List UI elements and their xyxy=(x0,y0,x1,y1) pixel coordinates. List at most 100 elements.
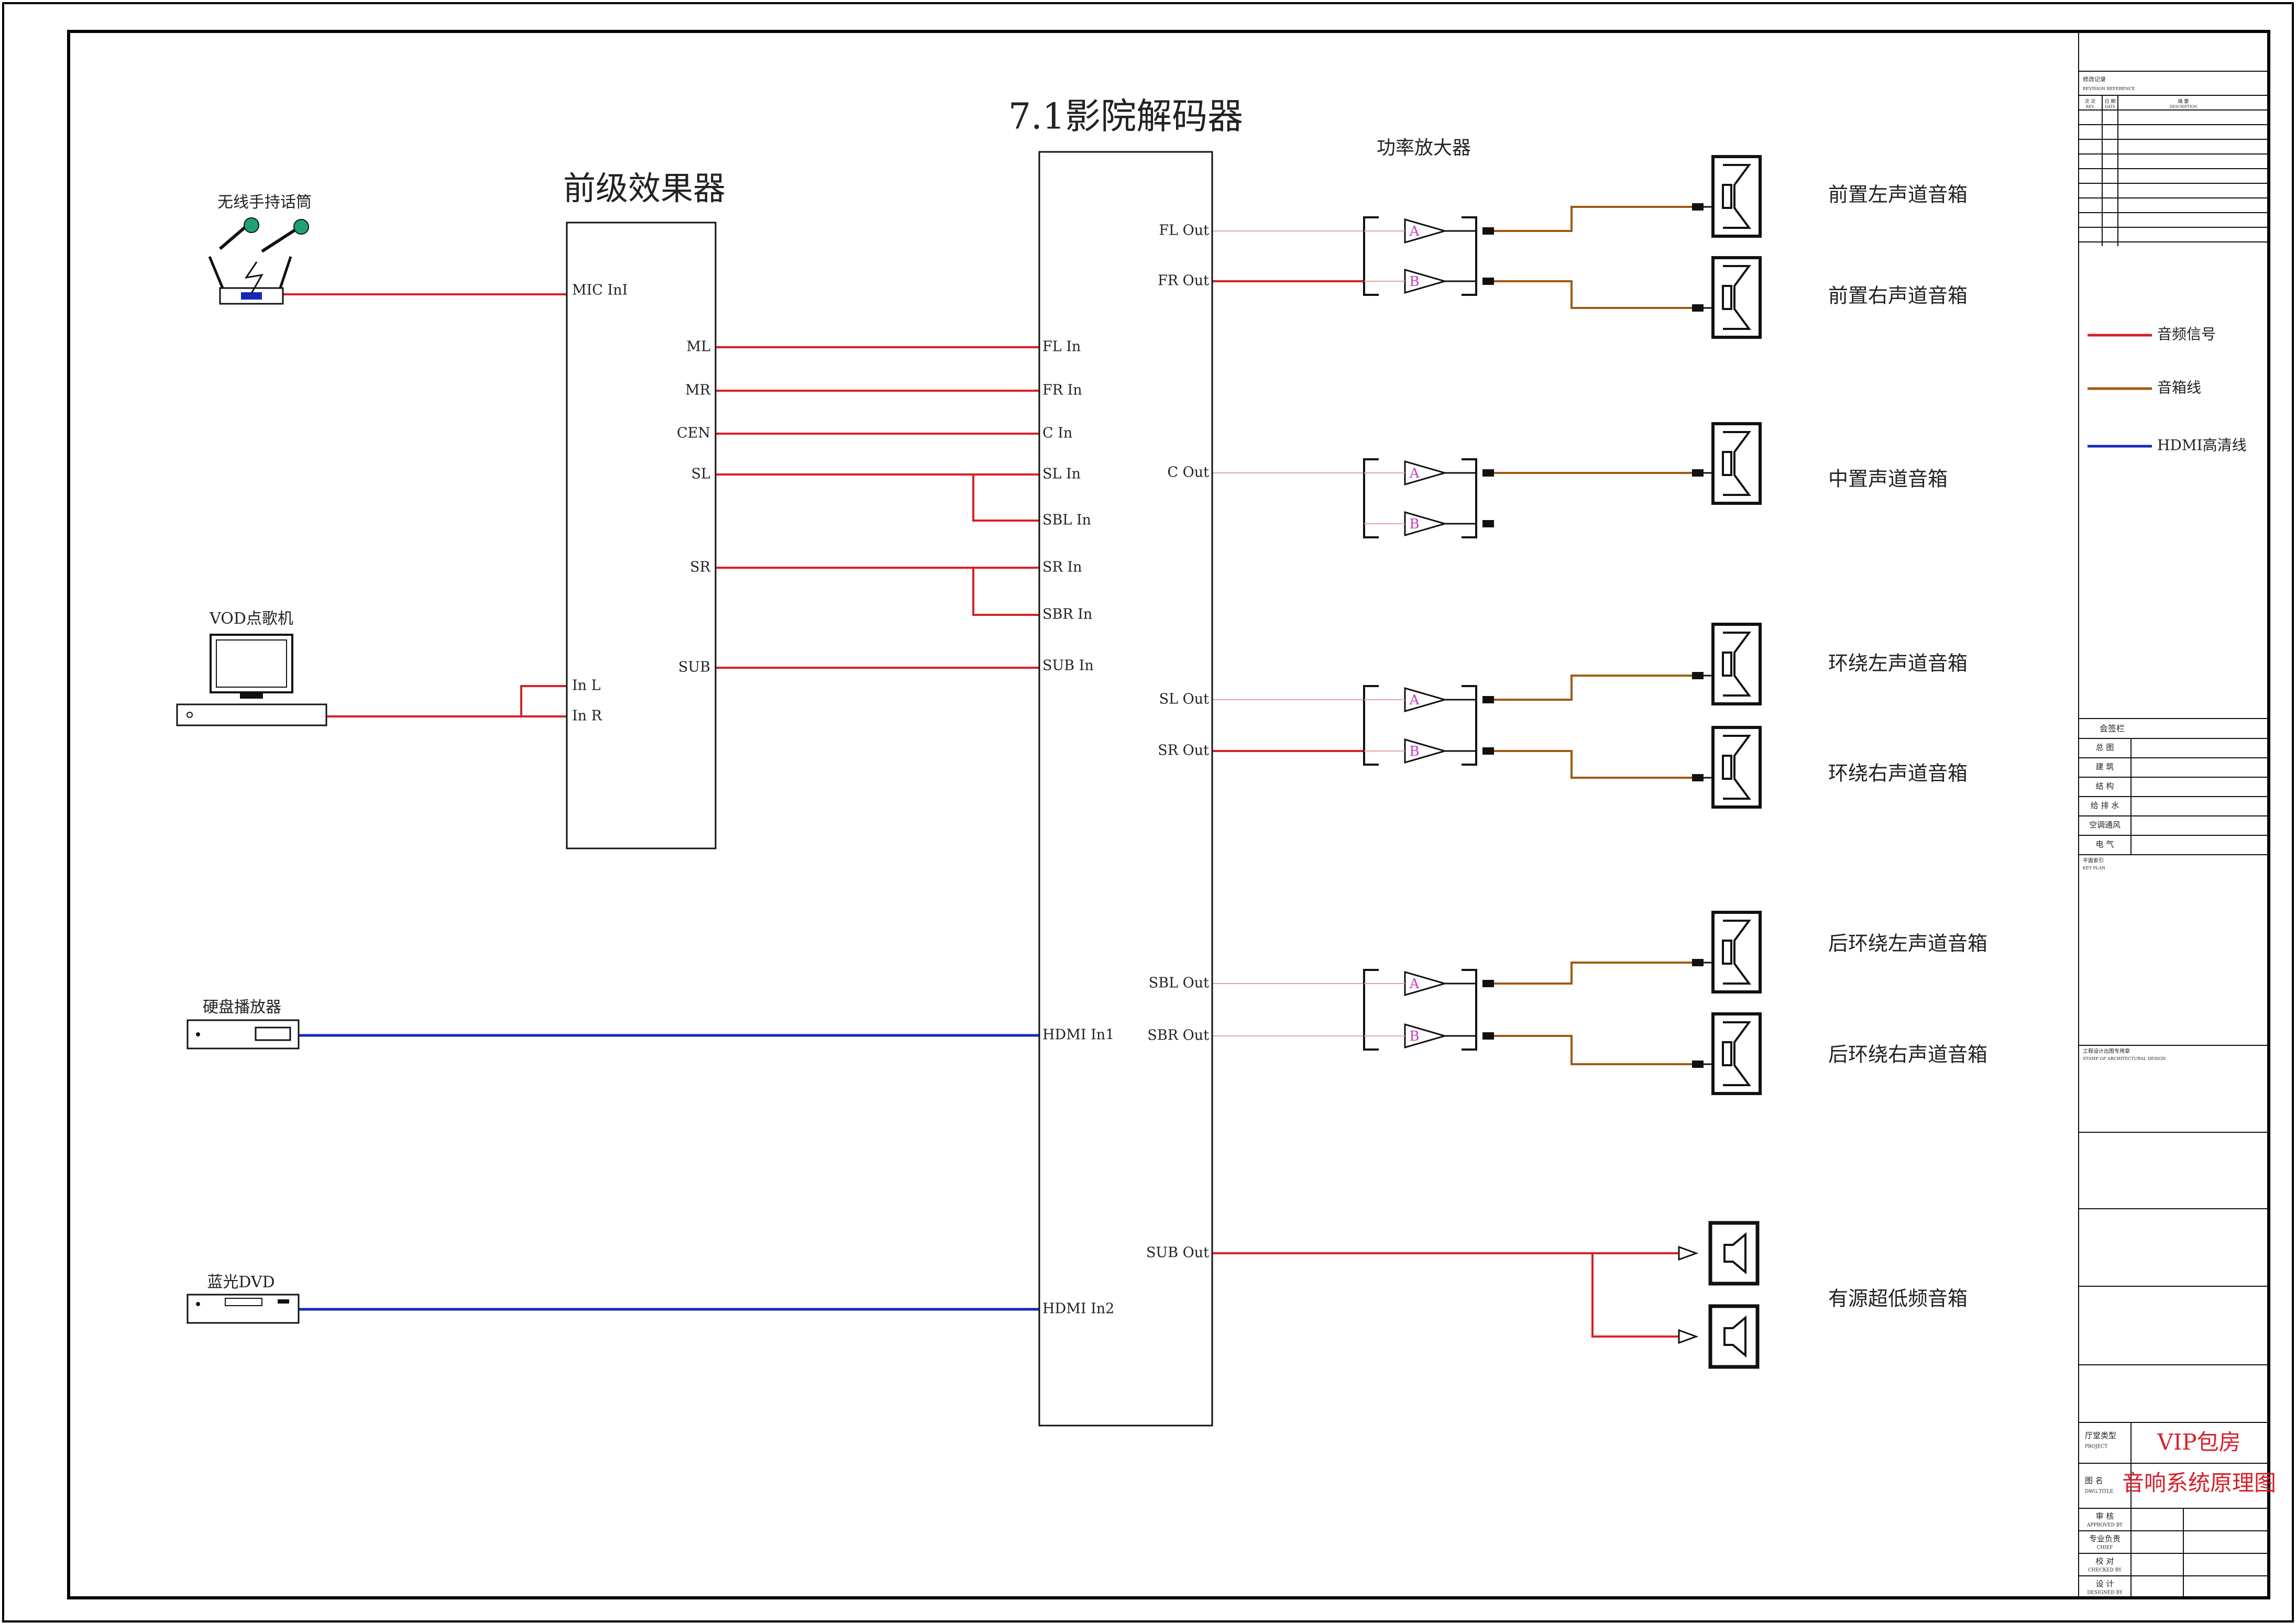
amp-channel-label: B xyxy=(1409,274,1419,290)
amp-output-connector xyxy=(1482,696,1494,703)
amp-bracket-left xyxy=(1363,458,1379,538)
decoder-port-out: C Out xyxy=(1167,465,1209,481)
speaker-label: 后环绕右声道音箱 xyxy=(1828,1043,1987,1066)
amp-bracket-right xyxy=(1462,969,1477,1051)
amplifier-unit xyxy=(1363,969,1494,1051)
speaker-icon xyxy=(1711,911,1762,993)
speaker-magnet xyxy=(1722,184,1732,209)
speaker-connector xyxy=(1692,469,1704,477)
decoder-port-in: SBL In xyxy=(1042,512,1091,528)
amp-bracket-right xyxy=(1462,216,1477,296)
sub-input-arrow xyxy=(1678,1245,1699,1261)
dvd-tray xyxy=(225,1298,262,1306)
preamp-port-out: SUB xyxy=(678,659,710,676)
decoder-port-out: SBR Out xyxy=(1147,1028,1209,1044)
subwoofer-icon xyxy=(1708,1304,1760,1369)
audio-signal-wire xyxy=(972,474,1039,522)
speaker-connector xyxy=(1692,304,1704,312)
preamp-box xyxy=(566,222,717,849)
signal-bolt xyxy=(244,261,263,294)
revision-col-head-en: REV. xyxy=(2086,105,2094,109)
signoff-row-label: 给 排 水 xyxy=(2091,801,2119,810)
speaker-magnet xyxy=(1722,940,1732,965)
decoder-port-in: SBR In xyxy=(1042,606,1092,623)
speaker-cone xyxy=(1723,632,1751,697)
amp-channel-label: A xyxy=(1409,224,1420,239)
speaker-cone xyxy=(1723,1021,1751,1086)
revision-title-en: REVISION REFERENCE xyxy=(2083,86,2135,91)
speaker-label: 中置声道音箱 xyxy=(1828,468,1948,491)
speaker-icon xyxy=(1711,155,1762,238)
amp-bracket-left xyxy=(1363,685,1379,766)
monitor-stand xyxy=(240,692,263,699)
preamp-port-out: ML xyxy=(686,339,710,355)
legend-label: 音频信号 xyxy=(2157,326,2216,343)
audio-signal-wire xyxy=(972,568,1039,616)
stamp-label-en: STAMP OF ARCHITECTURAL DESIGN xyxy=(2083,1056,2166,1061)
wiring-layer xyxy=(283,203,1713,1344)
speaker-cable xyxy=(1494,750,1692,779)
amplifier-unit xyxy=(1363,458,1494,538)
preamp-port-out: SR xyxy=(690,559,710,576)
speaker-cable xyxy=(1494,280,1692,309)
speaker-magnet xyxy=(1722,1041,1732,1066)
speaker-label: 环绕右声道音箱 xyxy=(1828,762,1968,785)
key-plan-label-en: KEY PLAN xyxy=(2083,866,2105,870)
speaker-cabinet xyxy=(1711,256,1762,339)
revision-col-head-en: DATE xyxy=(2105,105,2115,109)
drawing-title: 音响系统原理图 xyxy=(2122,1470,2276,1496)
signer-label: 校 对 xyxy=(2096,1556,2114,1566)
mic-handle-1 xyxy=(219,225,247,250)
decoder-port-out: SBL Out xyxy=(1149,975,1209,991)
signer-label: 审 核 xyxy=(2096,1511,2114,1521)
decoder-box xyxy=(1038,151,1213,1427)
decoder-port-in: SR In xyxy=(1042,559,1082,576)
speaker-label: 前置右声道音箱 xyxy=(1828,284,1968,307)
speaker-cabinet xyxy=(1711,422,1762,505)
decoder-port-in: HDMI In1 xyxy=(1042,1027,1114,1043)
signer-label: 设 计 xyxy=(2096,1579,2114,1588)
speaker-magnet xyxy=(1722,652,1732,677)
speaker-cable xyxy=(1494,1035,1692,1065)
speaker-icon xyxy=(1711,623,1762,705)
dvd-button xyxy=(278,1299,289,1304)
signoff-row-label: 空调通风 xyxy=(2089,820,2121,830)
amplifier-unit xyxy=(1363,216,1494,296)
bluray-label: 蓝光DVD xyxy=(207,1273,274,1291)
signer-label-en: APPROVED BY xyxy=(2086,1523,2123,1528)
mic-handle-2 xyxy=(261,228,297,253)
decoder-port-out: SL Out xyxy=(1159,691,1210,708)
subwoofer-icon xyxy=(1708,1221,1760,1286)
speaker-icon xyxy=(1711,256,1762,339)
speaker-cable xyxy=(1494,675,1692,701)
amp-channel-label: A xyxy=(1409,976,1420,992)
amp-output-connector xyxy=(1482,278,1494,285)
speaker-label: 环绕左声道音箱 xyxy=(1828,652,1968,675)
pc-case xyxy=(176,703,327,726)
amp-output-connector xyxy=(1482,747,1494,755)
decoder-title: 7.1影院解码器 xyxy=(1008,96,1243,138)
project-label: 厅堂类型 xyxy=(2085,1431,2116,1440)
decoder-port-in: FL In xyxy=(1042,339,1081,355)
revision-title: 修改记录 xyxy=(2083,75,2106,83)
amp-output-connector xyxy=(1482,520,1494,527)
preamp-title: 前级效果器 xyxy=(563,169,726,207)
amp-channel-label: A xyxy=(1409,466,1420,481)
amplifier-unit xyxy=(1363,685,1494,766)
preamp-port-out: SL xyxy=(691,466,710,482)
speaker-magnet xyxy=(1722,451,1732,476)
speaker-cabinet xyxy=(1711,726,1762,809)
amp-bracket-right xyxy=(1462,685,1477,766)
decoder-port-out: FR Out xyxy=(1158,273,1209,289)
amp-bracket-left xyxy=(1363,216,1379,296)
amp-channel-label: B xyxy=(1409,1029,1419,1044)
decoder-port-in: HDMI In2 xyxy=(1042,1301,1114,1317)
hdd-player-label: 硬盘播放器 xyxy=(203,998,281,1017)
speaker-magnet xyxy=(1722,285,1732,310)
speaker-connector xyxy=(1692,959,1704,966)
signer-label-en: DESIGNED BY xyxy=(2087,1591,2123,1596)
